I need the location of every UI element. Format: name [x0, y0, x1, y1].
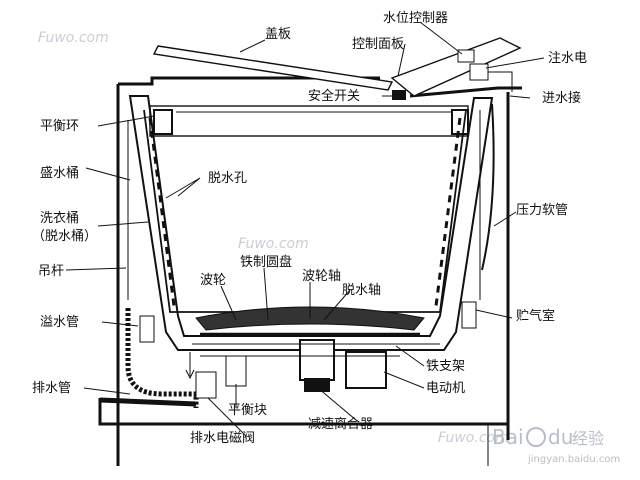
cabinet-top-left: [118, 76, 380, 86]
lid-panel: [152, 45, 394, 91]
label-safety-switch: 安全开关: [308, 88, 360, 104]
drain-pipe: [99, 397, 197, 407]
label-pressure-hose: 压力软管: [516, 203, 568, 218]
label-iron-disc: 铁制圆盘: [240, 254, 292, 270]
baidu-watermark-cn: 经验: [572, 429, 604, 448]
drain-arrow: [185, 352, 195, 380]
watermark-middle: Fuwo.com: [238, 236, 309, 252]
lid-assembly: [152, 37, 522, 100]
balance-ring-right: [451, 109, 469, 135]
label-overflow-pipe: 溢水管: [40, 315, 79, 330]
label-motor: 电动机: [426, 381, 465, 396]
label-drain-solenoid-valve: 排水电磁阀: [190, 431, 255, 446]
reduction-clutch: [299, 339, 335, 381]
label-control-panel: 控制面板: [352, 37, 404, 52]
air-chamber: [461, 301, 477, 329]
label-air-chamber: 贮气室: [516, 308, 555, 324]
label-suspension-rod: 吊杆: [38, 264, 64, 279]
paw-icon: [526, 427, 546, 447]
pulsator: [195, 306, 425, 331]
balance-block: [225, 355, 247, 387]
drain-solenoid-valve: [195, 371, 217, 399]
label-dewater-tub: （脱水桶）: [32, 229, 97, 244]
label-lid: 盖板: [265, 27, 291, 42]
label-dewater-holes: 脱水孔: [208, 171, 247, 186]
safety-switch: [392, 90, 406, 100]
balance-ring-left: [153, 109, 173, 135]
inlet-connector: [488, 71, 513, 92]
label-inlet-solenoid: 注水电: [548, 51, 587, 66]
label-inlet-connector: 进水接: [542, 90, 581, 106]
label-pulsator: 波轮: [200, 273, 226, 288]
water-level-controller: [457, 49, 475, 63]
balance-ring: [149, 105, 469, 137]
overflow-pipe: [125, 308, 199, 408]
watermark-top-left: Fuwo.com: [38, 30, 109, 46]
label-outer-tub: 盛水桶: [40, 166, 79, 181]
baidu-watermark: Bai du 经验 jingyan.baidu.com: [492, 425, 620, 465]
leader-lines: [65, 21, 545, 437]
label-reduction-clutch: 减速离合器: [308, 416, 373, 432]
cabinet-base: [98, 398, 508, 426]
baidu-watermark-du: du: [548, 425, 573, 449]
label-dewater-shaft: 脱水轴: [342, 283, 381, 298]
label-water-level-controller: 水位控制器: [383, 11, 448, 26]
cabinet-legs: [117, 424, 489, 466]
baidu-watermark-url: jingyan.baidu.com: [527, 454, 620, 465]
label-wash-tub: 洗衣桶: [40, 210, 79, 226]
motor: [345, 351, 387, 389]
label-iron-bracket: 铁支架: [426, 359, 465, 374]
suspension-rods: [127, 110, 481, 300]
inlet-solenoid: [469, 63, 489, 81]
cabinet-top-right: [409, 86, 522, 98]
label-balance-ring: 平衡环: [40, 119, 79, 134]
outer-tub: [128, 95, 494, 351]
label-pulsator-shaft: 波轮轴: [302, 269, 341, 284]
watermark-bottom: Fuwo.com: [438, 430, 509, 446]
clutch-base: [304, 378, 330, 392]
label-drain-pipe: 排水管: [32, 381, 71, 396]
pressure-hose: [481, 103, 495, 271]
label-balance-block: 平衡块: [228, 403, 267, 418]
left-damper: [139, 315, 155, 343]
dewater-holes: [148, 117, 462, 307]
